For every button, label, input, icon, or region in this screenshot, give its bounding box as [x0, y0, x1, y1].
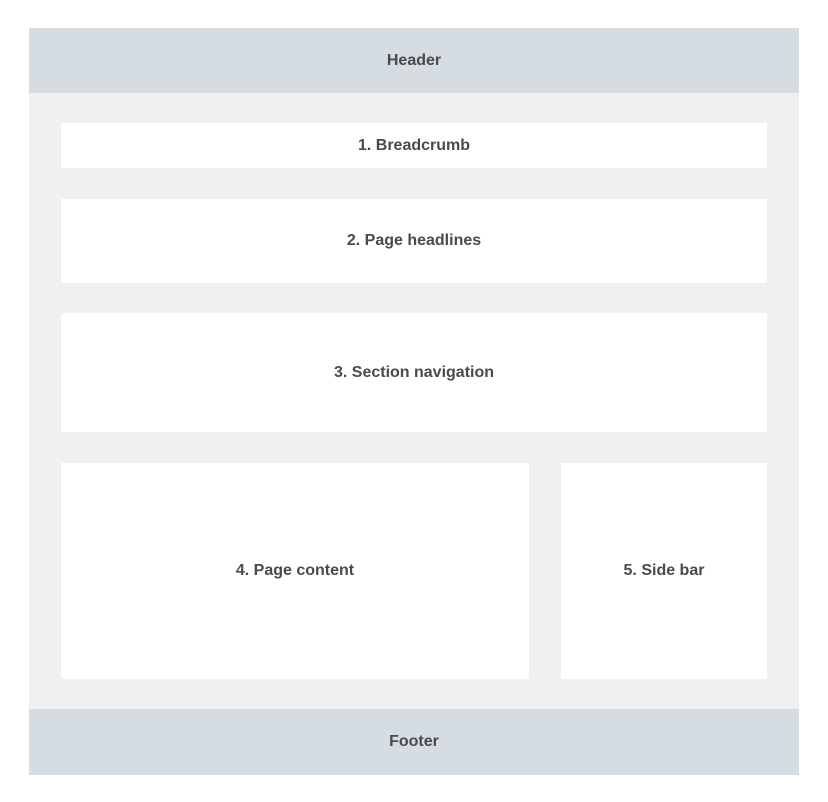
section-navigation-label: 3. Section navigation [333, 363, 495, 381]
side-bar-label: 5. Side bar [623, 562, 705, 579]
breadcrumb-label: 1. Breadcrumb [357, 136, 471, 154]
page-headlines-label: 2. Page headlines [346, 232, 482, 249]
header-label: Header [386, 51, 442, 69]
header-region: Header [29, 28, 799, 93]
section-navigation-region: 3. Section navigation [61, 313, 767, 432]
layout-container: Header 1. Breadcrumb 2. Page headlines 3… [29, 28, 799, 775]
content-row: 4. Page content 5. Side bar [61, 463, 767, 679]
footer-label: Footer [389, 733, 439, 750]
footer-region: Footer [29, 709, 799, 775]
breadcrumb-region: 1. Breadcrumb [61, 123, 767, 168]
side-bar-region: 5. Side bar [561, 463, 767, 679]
page-content-label: 4. Page content [235, 562, 355, 579]
page-content-region: 4. Page content [61, 463, 529, 679]
page-headlines-region: 2. Page headlines [61, 199, 767, 283]
body-region: 1. Breadcrumb 2. Page headlines 3. Secti… [29, 93, 799, 709]
